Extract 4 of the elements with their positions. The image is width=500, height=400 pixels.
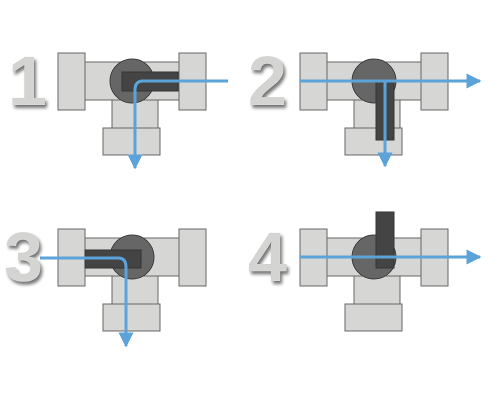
position-number: 3: [4, 222, 43, 292]
position-number: 1: [8, 46, 47, 116]
position-number: 4: [248, 222, 287, 292]
position-number: 2: [248, 46, 287, 116]
